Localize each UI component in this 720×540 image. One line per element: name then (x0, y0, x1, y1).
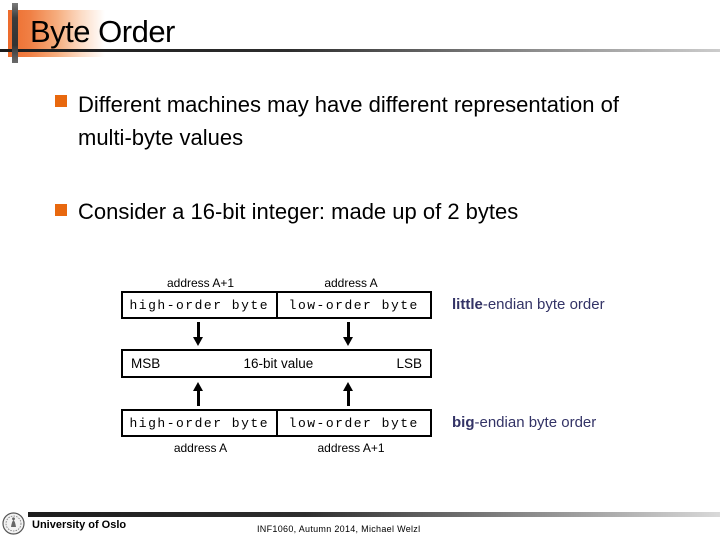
big-endian-byte-box: high-order byte low-order byte (121, 409, 432, 437)
uio-seal-icon (2, 512, 25, 535)
bullet-text: Consider a 16-bit integer: made up of 2 … (78, 199, 519, 224)
little-endian-label-rest: -endian byte order (482, 296, 605, 313)
bullet-marker (55, 204, 67, 216)
little-endian-byte-box: high-order byte low-order byte (121, 291, 432, 319)
footer-organization: University of Oslo (32, 519, 127, 531)
lsb-label: LSB (396, 356, 422, 371)
little-endian-label: little-endian byte order (452, 296, 605, 313)
value-label: 16-bit value (243, 356, 314, 371)
high-order-byte-cell: high-order byte (123, 293, 278, 317)
value-box: MSB 16-bit value LSB (121, 349, 432, 378)
bullet-text: Different machines may have different re… (78, 92, 619, 150)
up-arrow-icon (343, 382, 353, 406)
high-order-byte-cell: high-order byte (123, 411, 278, 435)
uio-seal-logo (2, 512, 25, 535)
low-order-byte-cell: low-order byte (288, 415, 419, 431)
address-label-little-left: address A+1 (166, 276, 235, 290)
big-endian-label-rest: -endian byte order (474, 414, 597, 431)
page-title: Byte Order (30, 14, 175, 49)
bullet-marker (55, 95, 67, 107)
footer-course-info: INF1060, Autumn 2014, Michael Welzl (257, 524, 421, 534)
up-arrow-icon (193, 382, 203, 406)
address-label-big-left: address A (173, 441, 228, 455)
little-endian-label-bold: little (452, 296, 483, 313)
msb-label: MSB (131, 356, 161, 371)
title-accent-bar (12, 3, 18, 63)
big-endian-label: big-endian byte order (452, 414, 596, 431)
title-underline (0, 49, 720, 52)
down-arrow-icon (343, 322, 353, 346)
address-label-little-right: address A (324, 276, 378, 290)
low-order-byte-cell: low-order byte (288, 297, 419, 313)
footer-divider (28, 512, 720, 517)
down-arrow-icon (193, 322, 203, 346)
big-endian-label-bold: big (452, 414, 475, 431)
address-label-big-right: address A+1 (317, 441, 385, 455)
